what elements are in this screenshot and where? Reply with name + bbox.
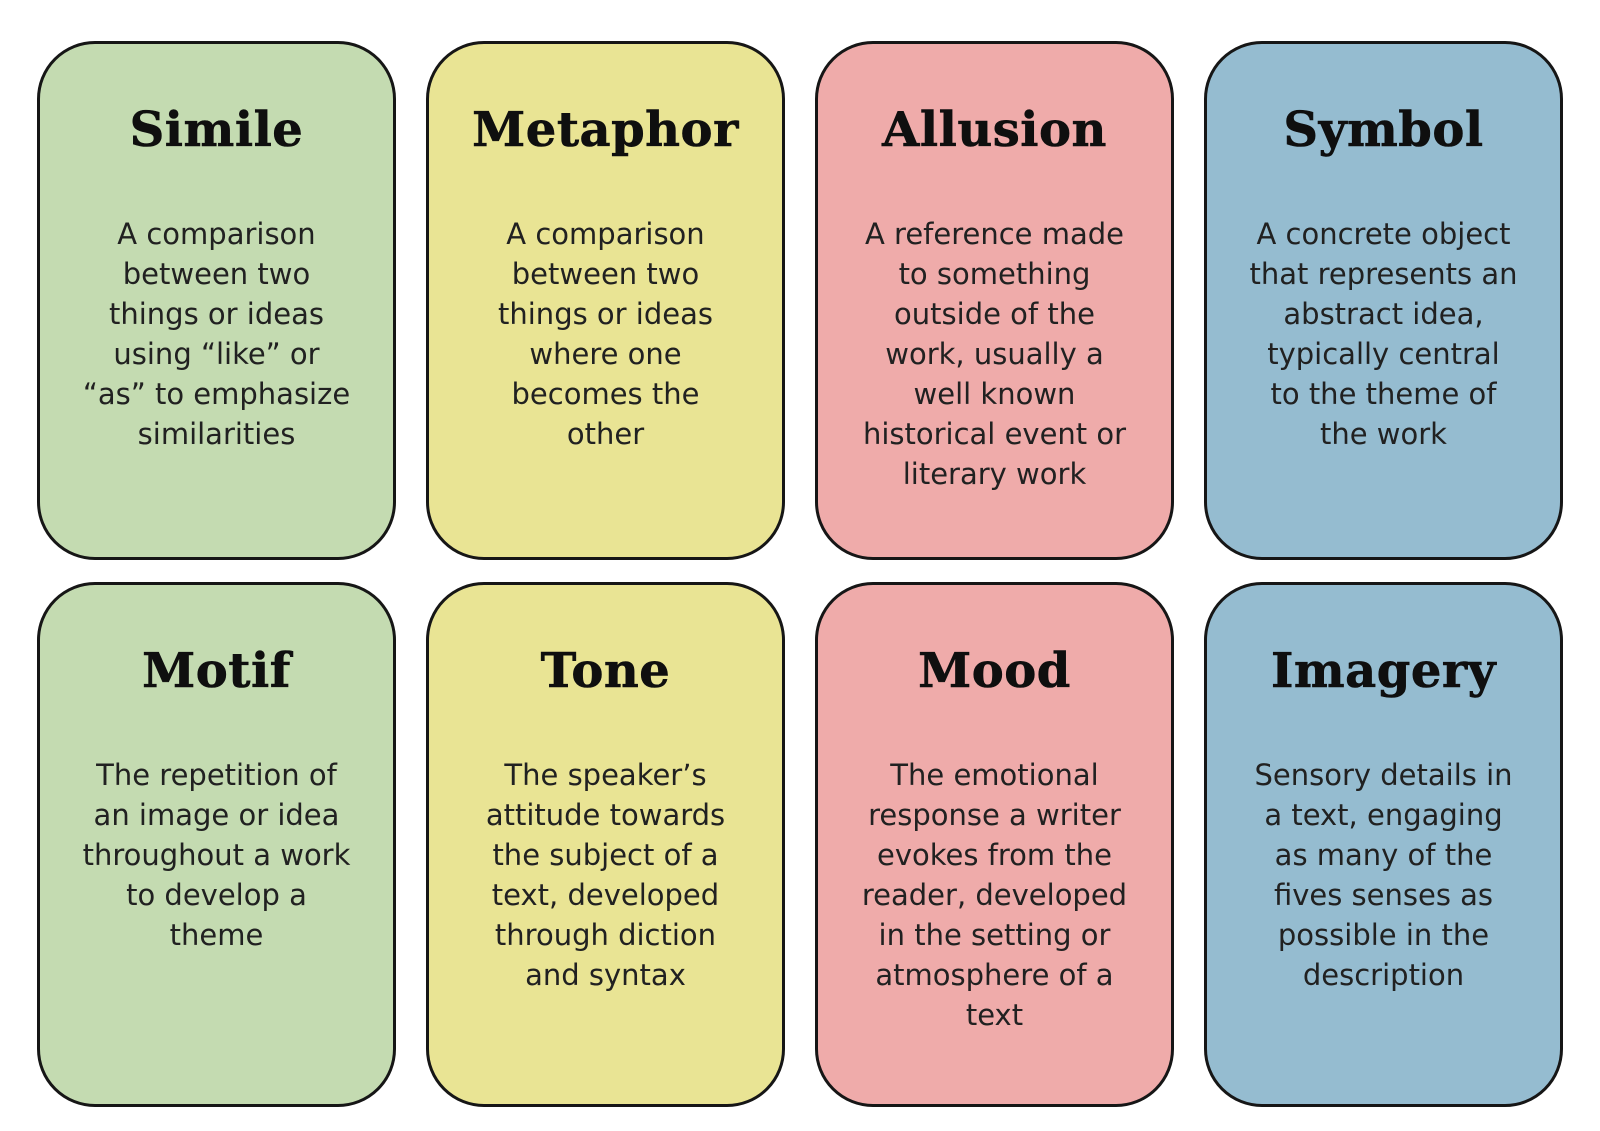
card-metaphor: Metaphor A comparison between two things…	[426, 41, 785, 560]
card-title-motif: Motif	[142, 643, 291, 700]
card-symbol: Symbol A concrete object that represents…	[1204, 41, 1563, 560]
card-title-tone: Tone	[540, 643, 671, 700]
card-title-allusion: Allusion	[882, 102, 1107, 159]
card-motif: Motif The repetition of an image or idea…	[37, 582, 396, 1107]
card-title-mood: Mood	[918, 643, 1071, 700]
card-definition-allusion: A reference made to something outside of…	[862, 216, 1127, 491]
card-title-imagery: Imagery	[1270, 643, 1497, 700]
card-definition-tone: The speaker’s attitude towards the subje…	[485, 757, 726, 992]
card-definition-metaphor: A comparison between two things or ideas…	[498, 216, 713, 451]
card-title-symbol: Symbol	[1283, 102, 1484, 159]
card-mood: Mood The emotional response a writer evo…	[815, 582, 1174, 1107]
card-definition-simile: A comparison between two things or ideas…	[82, 216, 351, 451]
card-imagery: Imagery Sensory details in a text, engag…	[1204, 582, 1563, 1107]
card-definition-mood: The emotional response a writer evokes f…	[861, 757, 1128, 1032]
card-definition-imagery: Sensory details in a text, engaging as m…	[1254, 757, 1513, 992]
card-title-simile: Simile	[129, 102, 304, 159]
card-simile: Simile A comparison between two things o…	[37, 41, 396, 560]
card-title-metaphor: Metaphor	[472, 102, 739, 159]
card-definition-symbol: A concrete object that represents an abs…	[1249, 216, 1518, 451]
card-allusion: Allusion A reference made to something o…	[815, 41, 1174, 560]
card-tone: Tone The speaker’s attitude towards the …	[426, 582, 785, 1107]
card-definition-motif: The repetition of an image or idea throu…	[82, 757, 351, 952]
